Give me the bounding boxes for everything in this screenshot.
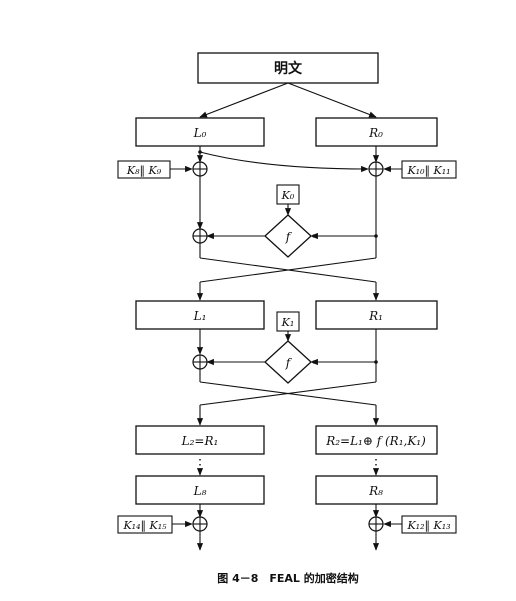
l2-label: L₂=R₁ (181, 434, 219, 448)
l0-label: L₀ (193, 126, 207, 140)
junction-dot (374, 360, 378, 364)
key-k10-k11-label: K₁₀‖ K₁₁ (406, 164, 450, 178)
f-label-round1: f (285, 356, 293, 370)
r2-label: R₂=L₁⊕ f (R₁,K₁) (325, 434, 426, 448)
f-diamond-round1 (264, 340, 312, 384)
xor-icon (368, 516, 384, 532)
key-k8-k9-label: K₈‖ K₉ (126, 164, 162, 178)
plaintext-box (197, 52, 379, 84)
xor-icon (192, 516, 208, 532)
xor-icon (192, 161, 208, 177)
r8-label: R₈ (368, 484, 383, 498)
cross-r-to-l (199, 257, 377, 283)
key-k14-k15-label: K₁₄‖ K₁₅ (122, 519, 167, 533)
arrow-plain-to-l0 (199, 82, 289, 118)
l0-box (135, 117, 265, 147)
xor-icon (368, 161, 384, 177)
junction-dot (198, 150, 202, 154)
curve-l-to-r-xor (199, 151, 369, 173)
k0-label: K₀ (281, 189, 295, 202)
f-label-round0: f (285, 230, 293, 244)
figure-caption: 图 4－8 FEAL 的加密结构 (217, 571, 359, 585)
r0-label: R₀ (368, 126, 383, 140)
k1-label: K₁ (281, 316, 295, 329)
key-k12-k13-label: K₁₂‖ K₁₃ (406, 519, 450, 533)
l1-label: L₁ (193, 309, 207, 323)
l8-label: L₈ (193, 484, 207, 498)
xor-icon (192, 228, 208, 244)
ellipsis-right: ⋮ (369, 457, 383, 473)
xor-icon (192, 354, 208, 370)
r1-label: R₁ (368, 309, 383, 323)
l1-box (135, 300, 265, 330)
ellipsis-left: ⋮ (193, 457, 207, 473)
junction-dot (312, 360, 316, 364)
f-diamond-round0 (264, 214, 312, 258)
plaintext-label: 明文 (274, 60, 303, 77)
l2-box (135, 425, 265, 455)
cross-r-to-l-1 (199, 381, 377, 406)
junction-dot (312, 234, 316, 238)
r1-box (315, 300, 438, 330)
arrow-plain-to-r0 (287, 82, 377, 118)
r2-box (315, 425, 438, 455)
